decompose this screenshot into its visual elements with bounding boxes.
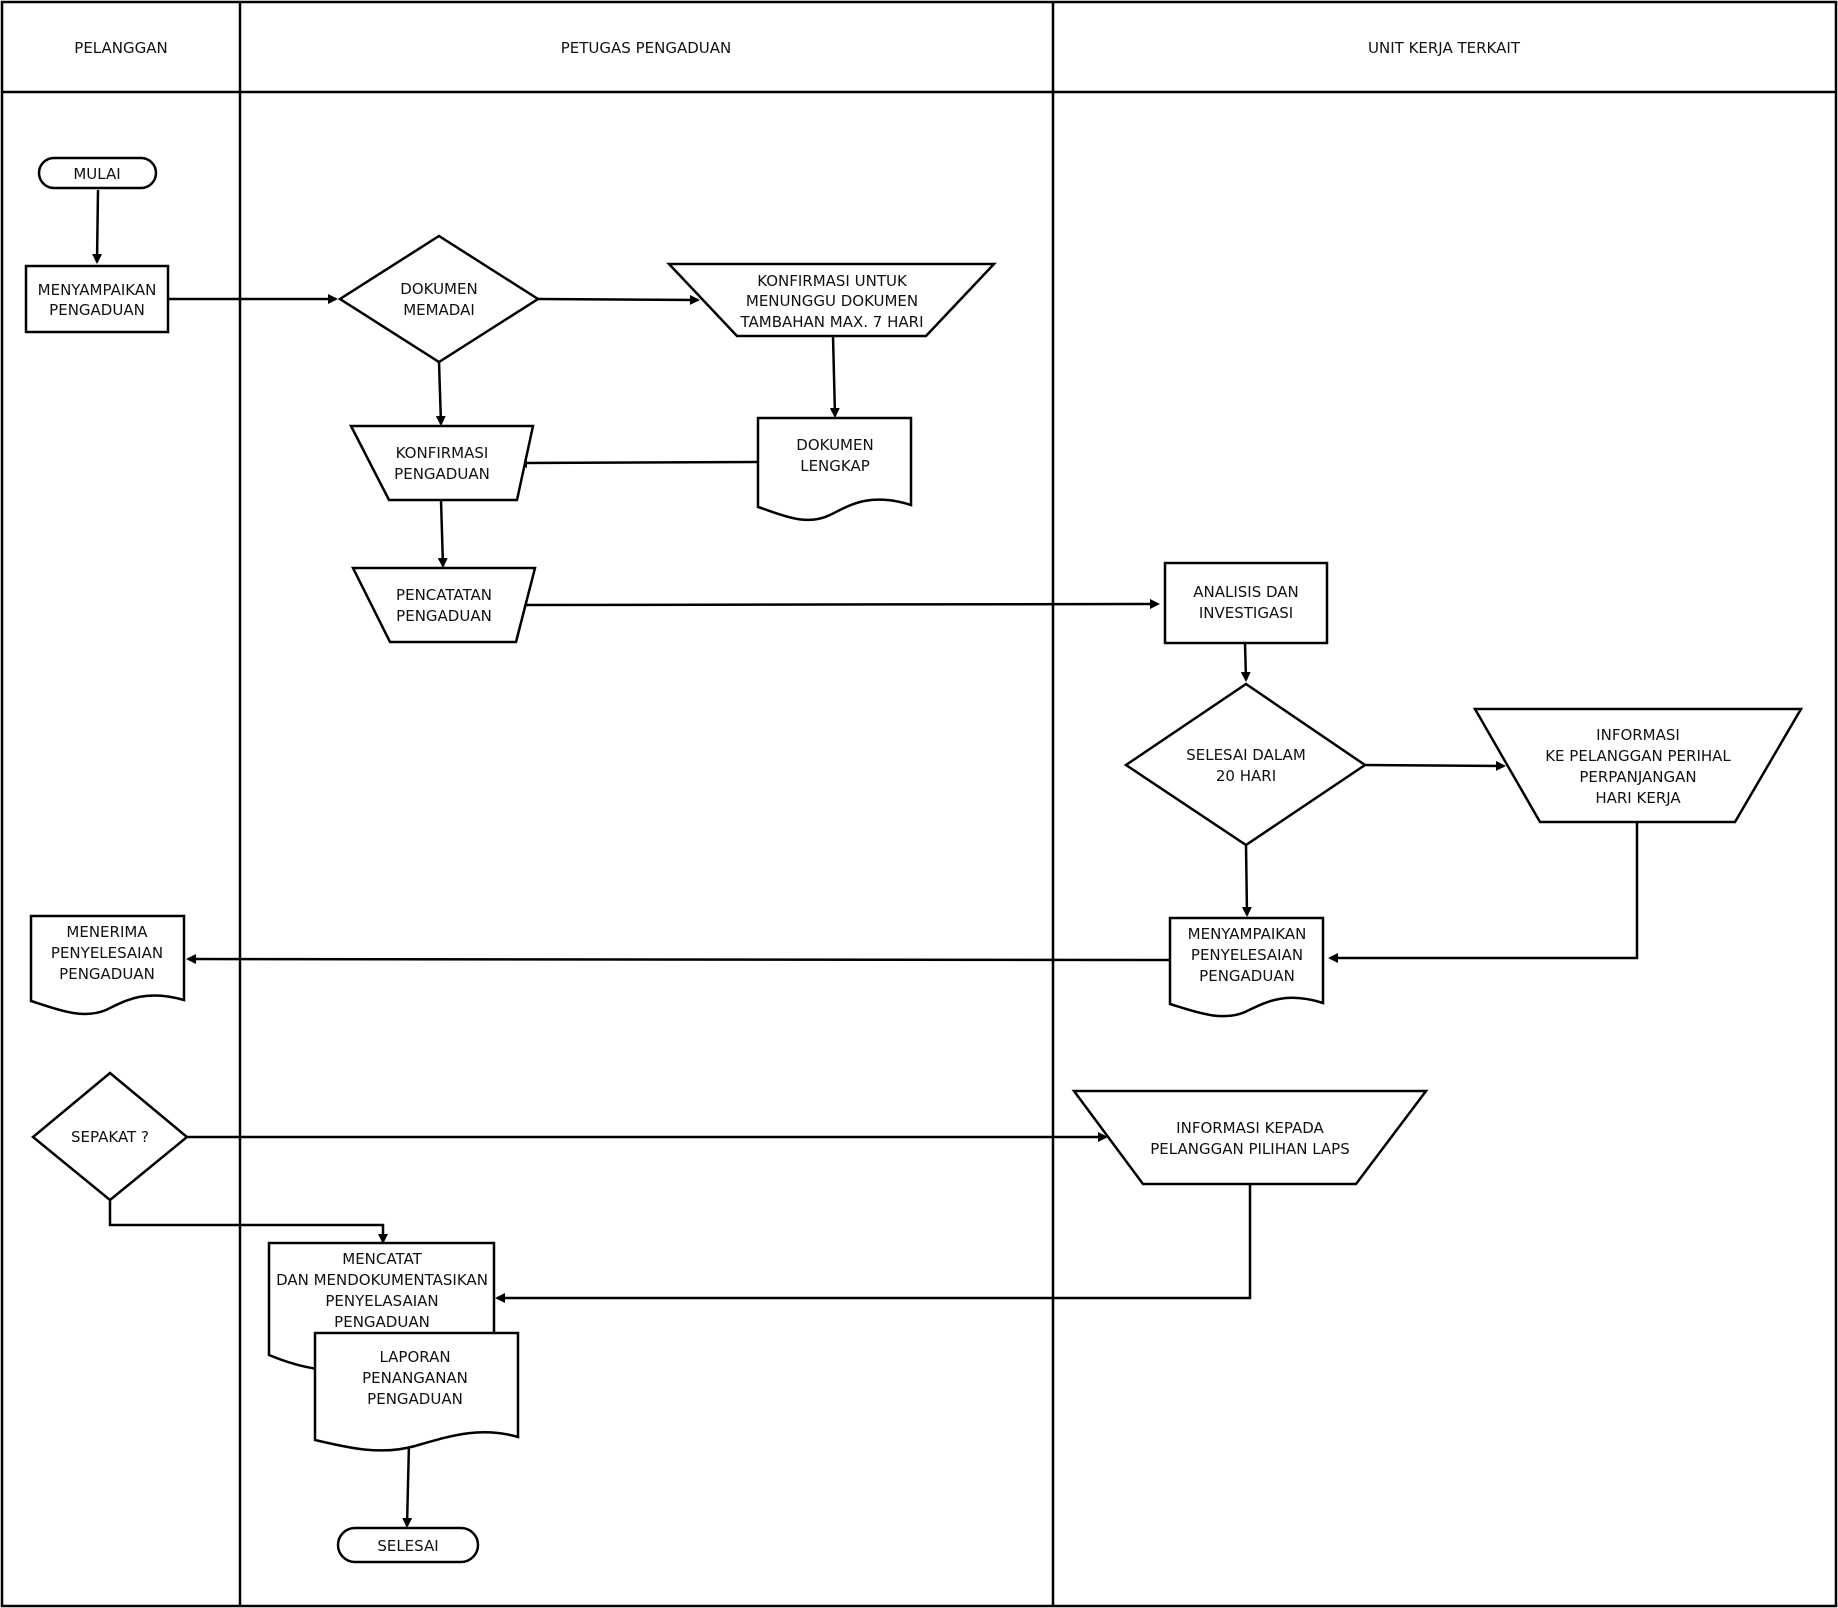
svg-text:PENYELASAIAN: PENYELASAIAN (325, 1292, 438, 1310)
arrow-memadai-to-konfirmasi-menunggu (537, 294, 700, 305)
lane-header-unit-kerja-terkait: UNIT KERJA TERKAIT (1368, 39, 1521, 57)
svg-text:DOKUMEN: DOKUMEN (796, 436, 873, 454)
arrow-laporan-to-selesai (402, 1442, 413, 1528)
svg-text:PENGADUAN: PENGADUAN (1199, 967, 1295, 985)
arrow-selesai-20-hari-to-menyampaikan-penyelesaian (1241, 844, 1252, 917)
arrow-konfirmasi-menunggu-to-dokumen-lengkap (829, 335, 840, 418)
node-pencatatan-pengaduan: PENCATATAN PENGADUAN (350, 566, 537, 644)
node-konfirmasi-pengaduan: KONFIRMASI PENGADUAN (348, 424, 535, 502)
svg-text:SELESAI: SELESAI (377, 1537, 438, 1555)
svg-text:ANALISIS DAN: ANALISIS DAN (1193, 583, 1299, 601)
arrow-analisis-to-selesai-20-hari (1240, 642, 1251, 682)
node-laporan-penanganan: LAPORAN PENANGANAN PENGADUAN (313, 1331, 520, 1452)
arrow-menyampaikan-to-menerima-penyelesaian (186, 954, 1171, 965)
svg-text:INFORMASI: INFORMASI (1596, 726, 1680, 744)
lane-header-pelanggan: PELANGGAN (74, 39, 167, 57)
svg-text:SELESAI DALAM: SELESAI DALAM (1186, 746, 1306, 764)
svg-text:MENYAMPAIKAN: MENYAMPAIKAN (38, 281, 157, 299)
svg-text:MENCATAT: MENCATAT (342, 1250, 422, 1268)
svg-text:DOKUMEN: DOKUMEN (400, 280, 477, 298)
node-mulai: MULAI (37, 156, 158, 190)
svg-text:PENANGANAN: PENANGANAN (362, 1369, 468, 1387)
svg-text:PENCATATAN: PENCATATAN (396, 586, 492, 604)
svg-text:TAMBAHAN MAX. 7 HARI: TAMBAHAN MAX. 7 HARI (740, 313, 924, 331)
node-dokumen-lengkap: DOKUMEN LENGKAP (756, 416, 913, 522)
node-sepakat-decision: SEPAKAT ? (31, 1071, 189, 1202)
svg-text:INVESTIGASI: INVESTIGASI (1199, 604, 1293, 622)
svg-text:PENGADUAN: PENGADUAN (59, 965, 155, 983)
svg-text:KE PELANGGAN PERIHAL: KE PELANGGAN PERIHAL (1545, 747, 1731, 765)
arrow-dokumen-lengkap-to-konfirmasi-pengaduan (517, 457, 759, 468)
node-informasi-laps: INFORMASI KEPADA PELANGGAN PILIHAN LAPS (1071, 1089, 1429, 1186)
svg-text:DAN MENDOKUMENTASIKAN: DAN MENDOKUMENTASIKAN (276, 1271, 488, 1289)
svg-text:MENYAMPAIKAN: MENYAMPAIKAN (1188, 925, 1307, 943)
arrow-pencatatan-to-analisis (517, 599, 1160, 610)
svg-text:LENGKAP: LENGKAP (800, 457, 870, 475)
svg-text:INFORMASI KEPADA: INFORMASI KEPADA (1176, 1119, 1324, 1137)
svg-text:KONFIRMASI UNTUK: KONFIRMASI UNTUK (757, 272, 908, 290)
svg-text:HARI KERJA: HARI KERJA (1595, 789, 1681, 807)
svg-text:PENGADUAN: PENGADUAN (334, 1313, 430, 1331)
arrow-konfirmasi-to-pencatatan (437, 499, 448, 568)
node-menyampaikan-penyelesaian: MENYAMPAIKAN PENYELESAIAN PENGADUAN (1168, 916, 1325, 1018)
svg-text:KONFIRMASI: KONFIRMASI (396, 444, 489, 462)
node-selesai-20-hari-decision: SELESAI DALAM 20 HARI (1123, 682, 1368, 847)
svg-text:PENGADUAN: PENGADUAN (396, 607, 492, 625)
svg-text:PELANGGAN PILIHAN LAPS: PELANGGAN PILIHAN LAPS (1150, 1140, 1350, 1158)
node-menyampaikan-pengaduan: MENYAMPAIKAN PENGADUAN (24, 264, 170, 334)
svg-text:MENUNGGU DOKUMEN: MENUNGGU DOKUMEN (746, 292, 918, 310)
connectors (92, 189, 1639, 1528)
node-menerima-penyelesaian: MENERIMA PENYELESAIAN PENGADUAN (29, 914, 186, 1016)
svg-text:PENYELESAIAN: PENYELESAIAN (51, 944, 163, 962)
svg-text:PENGADUAN: PENGADUAN (394, 465, 490, 483)
svg-text:PENGADUAN: PENGADUAN (367, 1390, 463, 1408)
arrow-informasi-perpanjangan-to-menyampaikan-penyelesaian (1328, 817, 1639, 963)
arrow-selesai-20-hari-to-informasi-perpanjangan (1364, 760, 1506, 771)
svg-text:PENGADUAN: PENGADUAN (49, 301, 145, 319)
arrow-informasi-laps-to-mencatat (495, 1184, 1252, 1303)
node-konfirmasi-menunggu-dokumen: KONFIRMASI UNTUK MENUNGGU DOKUMEN TAMBAH… (666, 262, 997, 338)
svg-text:MENERIMA: MENERIMA (66, 923, 148, 941)
svg-text:SEPAKAT ?: SEPAKAT ? (71, 1128, 149, 1146)
node-informasi-perpanjangan: INFORMASI KE PELANGGAN PERIHAL PERPANJAN… (1472, 707, 1804, 824)
node-selesai: SELESAI (336, 1526, 480, 1564)
arrow-sepakat-to-mencatat (108, 1200, 388, 1244)
svg-text:LAPORAN: LAPORAN (379, 1348, 450, 1366)
svg-text:MEMADAI: MEMADAI (403, 301, 475, 319)
svg-text:PENYELESAIAN: PENYELESAIAN (1191, 946, 1303, 964)
svg-text:20 HARI: 20 HARI (1216, 767, 1276, 785)
arrow-mulai-to-menyampaikan (92, 189, 103, 264)
node-dokumen-memadai-decision: DOKUMEN MEMADAI (337, 234, 541, 364)
lane-header-petugas-pengaduan: PETUGAS PENGADUAN (561, 39, 731, 57)
svg-text:MULAI: MULAI (73, 165, 120, 183)
node-analisis-investigasi: ANALISIS DAN INVESTIGASI (1163, 561, 1329, 645)
arrow-memadai-to-konfirmasi-pengaduan (435, 361, 446, 426)
svg-text:PERPANJANGAN: PERPANJANGAN (1579, 768, 1696, 786)
